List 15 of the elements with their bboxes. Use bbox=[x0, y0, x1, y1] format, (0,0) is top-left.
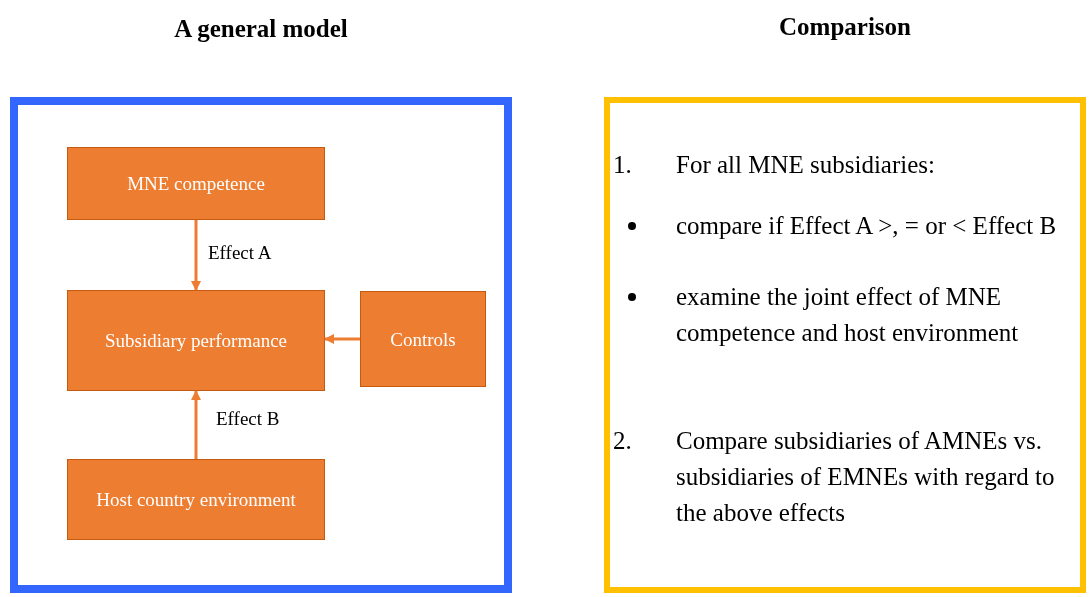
list-item: examine the joint effect of MNE competence and host environment bbox=[676, 282, 1020, 348]
process-box: MNE competence bbox=[67, 147, 325, 220]
list-number: 1. bbox=[613, 150, 633, 180]
arrow bbox=[324, 334, 360, 344]
process-box: Subsidiary performance bbox=[67, 290, 325, 391]
panel-heading: A general model bbox=[173, 15, 349, 43]
list-number: 2. bbox=[613, 426, 633, 456]
process-box: Controls bbox=[360, 291, 486, 387]
list-item: For all MNE subsidiaries: bbox=[676, 150, 936, 180]
panel-heading: Comparison bbox=[778, 13, 912, 41]
arrow bbox=[191, 220, 201, 291]
list-item: Compare subsidiaries of AMNEs vs. subsidiaries of EMNEs with regard to the above effects bbox=[676, 426, 1056, 528]
list-item: compare if Effect A >, = or < Effect B bbox=[676, 211, 1058, 241]
arrow bbox=[191, 390, 201, 459]
process-box: Host country environment bbox=[67, 459, 325, 540]
